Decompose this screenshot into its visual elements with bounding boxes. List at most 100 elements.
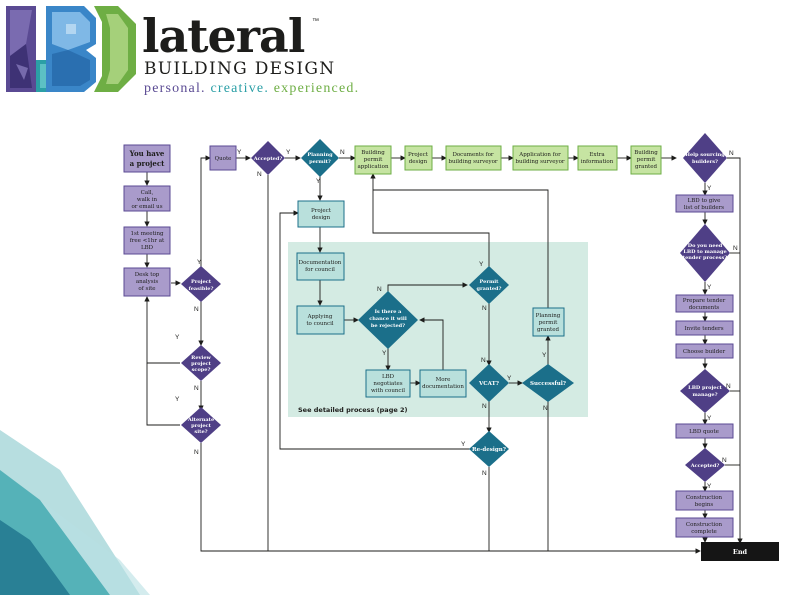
brand-name: lateral	[142, 9, 305, 63]
label-y: Y	[542, 352, 547, 359]
node-lbd-negotiates	[365, 369, 411, 398]
node-construction-begins	[675, 490, 734, 511]
diamond-project-feasible	[181, 266, 221, 302]
node-quote	[209, 145, 237, 171]
diamond-planning-permit	[301, 139, 339, 177]
label-y: Y	[316, 178, 321, 185]
label-n: N	[729, 150, 734, 157]
node-quote-label: Quote	[215, 156, 232, 162]
label-n: N	[257, 171, 262, 178]
diamond-help-sourcing	[683, 133, 727, 183]
diamond-accepted-2	[685, 448, 725, 482]
node-building-permit-granted	[630, 145, 662, 175]
label-y: Y	[707, 284, 712, 291]
branch-labels: Y N Y N Y N Y Y N N Y N Y Y N N Y Y N N …	[175, 149, 738, 490]
diamond-accepted-1-label: Accepted?	[253, 156, 283, 162]
node-call	[123, 185, 171, 212]
label-y: Y	[707, 185, 712, 192]
label-y: Y	[175, 396, 180, 403]
label-y: Y	[237, 149, 242, 156]
node-end-label: End	[733, 548, 748, 556]
diamond-redesign	[469, 431, 509, 467]
node-invite-tenders	[675, 320, 734, 336]
node-more-doc	[419, 369, 467, 398]
diamond-accepted-1	[251, 141, 285, 175]
node-first-meeting	[123, 226, 171, 255]
brand-logo: lateral ™ BUILDING DESIGN personal. crea…	[6, 4, 366, 96]
label-n: N	[194, 449, 199, 456]
node-building-permit-app	[354, 145, 392, 175]
node-lbd-list	[675, 194, 734, 213]
brand-subtitle: BUILDING DESIGN	[144, 59, 336, 79]
node-applying-council	[296, 305, 345, 335]
node-documents-surveyor	[445, 145, 502, 171]
node-end	[701, 542, 779, 561]
node-desk-top	[123, 267, 171, 297]
label-y: Y	[175, 334, 180, 341]
node-project-design-teal	[297, 200, 345, 228]
label-n: N	[340, 149, 345, 156]
node-application-surveyor	[512, 145, 569, 171]
node-project-design-green	[404, 145, 433, 171]
tagline-word-experienced: experienced.	[273, 81, 360, 96]
node-construction-complete	[675, 517, 734, 538]
diamond-chance-rejected	[358, 291, 418, 349]
label-n: N	[722, 457, 727, 464]
node-you-have-project	[123, 144, 171, 173]
brand-tagline: personal. creative. experienced.	[144, 81, 359, 97]
decorative-corner-shape	[0, 430, 150, 595]
detail-note: See detailed process (page 2)	[298, 406, 408, 414]
diamond-vcat-label: VCAT?	[478, 381, 499, 387]
label-y: Y	[707, 415, 712, 422]
label-n: N	[377, 286, 382, 293]
node-invite-tenders-label: Invite tenders	[684, 326, 723, 332]
label-n: N	[733, 245, 738, 252]
label-y: Y	[461, 441, 466, 448]
label-n: N	[482, 470, 487, 477]
label-n: N	[726, 383, 731, 390]
label-n: N	[482, 403, 487, 410]
diamond-lbd-project-manage	[680, 369, 730, 413]
node-choose-builder	[675, 343, 734, 359]
label-y: Y	[707, 483, 712, 490]
diamond-redesign-label: Re-design?	[472, 447, 506, 453]
node-prepare-tender	[675, 294, 734, 313]
label-y: Y	[286, 149, 291, 156]
node-choose-builder-label: Choose builder	[683, 349, 726, 355]
label-n: N	[194, 385, 199, 392]
label-y: Y	[479, 261, 484, 268]
node-lbd-quote-label: LBD quote	[689, 429, 719, 435]
node-planning-permit-granted	[532, 307, 565, 337]
node-lbd-quote	[675, 423, 734, 439]
